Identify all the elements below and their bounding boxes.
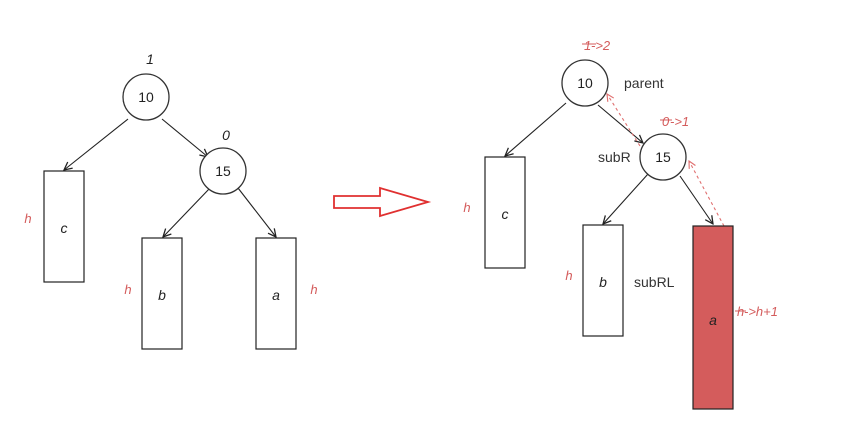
right-child-balance-old: 0 (662, 114, 670, 129)
right-root-balance-change: ->2 (591, 38, 611, 53)
right-subtree-c-label: c (502, 206, 509, 222)
right-subtree-a-height-change: ->h+1 (744, 304, 778, 319)
edge-10-to-15 (161, 118, 208, 157)
right-subtree-a-label: a (709, 312, 717, 328)
right-subtree-b-height: h (565, 268, 572, 283)
propagation-arrow-a-to-15 (689, 161, 725, 227)
subRL-label: subRL (634, 274, 675, 290)
edge-15-to-a (237, 187, 276, 237)
hollow-right-arrow-icon (333, 186, 432, 218)
left-child-balance: 0 (222, 127, 230, 143)
right-subtree-c (484, 156, 526, 269)
right-child-balance-change: ->1 (670, 114, 689, 129)
left-subtree-b (141, 237, 183, 350)
right-root-key: 10 (577, 75, 593, 91)
edge-15-to-b (163, 187, 211, 237)
edge-10-to-c (64, 118, 129, 170)
left-child-key: 15 (215, 163, 231, 179)
left-subtree-b-height: h (124, 282, 131, 297)
right-subtree-c-height: h (463, 200, 470, 215)
left-root-key: 10 (138, 89, 154, 105)
edge-r10-to-c (505, 102, 567, 156)
left-tree: 10 1 15 0 c h b h a h (24, 51, 318, 350)
left-child-node: 15 (199, 147, 247, 195)
right-root-balance: 1 ->2 (582, 38, 611, 53)
left-subtree-c (43, 170, 85, 283)
right-tree: 10 1 ->2 parent 15 0 ->1 subR c h b h su… (463, 38, 778, 410)
left-subtree-a-label: a (272, 287, 280, 303)
right-subtree-b-label: b (599, 274, 607, 290)
left-root-balance: 1 (146, 51, 154, 67)
left-subtree-c-label: c (61, 220, 68, 236)
left-subtree-b-label: b (158, 287, 166, 303)
parent-label: parent (624, 75, 664, 91)
right-subtree-a-height: h ->h+1 (735, 304, 778, 319)
left-subtree-a (255, 237, 297, 350)
left-subtree-c-height: h (24, 211, 31, 226)
subR-label: subR (598, 149, 631, 165)
right-root-balance-old: 1 (584, 38, 591, 53)
right-root-node: 10 (561, 59, 609, 107)
left-root-node: 10 (122, 73, 170, 121)
edge-r10-to-15 (597, 104, 643, 143)
edge-r15-to-b (603, 173, 649, 224)
edge-r15-to-a (679, 175, 713, 224)
right-subtree-a (692, 225, 734, 410)
right-child-key: 15 (655, 149, 671, 165)
left-subtree-a-height: h (310, 282, 317, 297)
propagation-arrow-15-to-10 (607, 94, 641, 147)
right-child-balance: 0 ->1 (660, 114, 689, 129)
right-child-node: 15 (639, 133, 687, 181)
right-subtree-b (582, 224, 624, 337)
